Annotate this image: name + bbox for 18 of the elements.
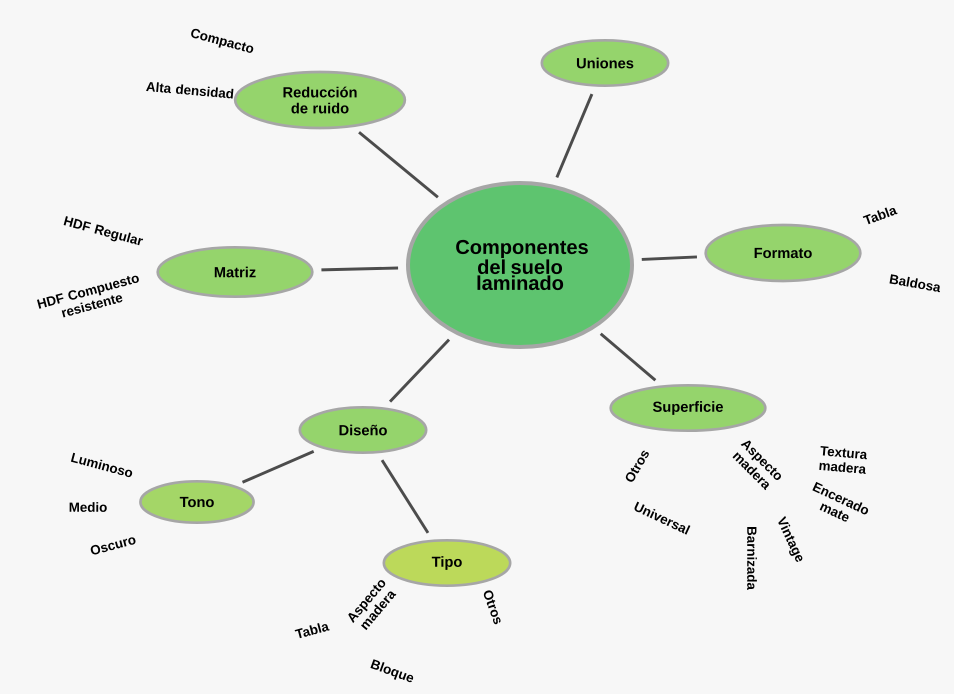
side-label: Textura madera bbox=[819, 446, 867, 474]
connector-line bbox=[600, 332, 656, 382]
connector-line bbox=[242, 450, 314, 484]
side-label: Baldosa bbox=[890, 274, 940, 292]
side-label: Tabla bbox=[294, 623, 330, 638]
connector-line bbox=[556, 94, 594, 178]
side-label: Tabla bbox=[862, 207, 898, 224]
side-label: Medio bbox=[70, 502, 107, 512]
connector-line bbox=[321, 266, 398, 272]
connector-line bbox=[380, 459, 430, 534]
side-label: Alta densidad bbox=[146, 82, 234, 99]
connector-line bbox=[358, 131, 439, 198]
side-label: Barnizada bbox=[747, 527, 757, 590]
connector-line bbox=[642, 255, 698, 261]
side-label: HDF Regular bbox=[64, 216, 144, 246]
side-label: Otros bbox=[484, 590, 501, 624]
connector-line bbox=[388, 338, 450, 403]
side-label: Oscuro bbox=[90, 537, 136, 554]
